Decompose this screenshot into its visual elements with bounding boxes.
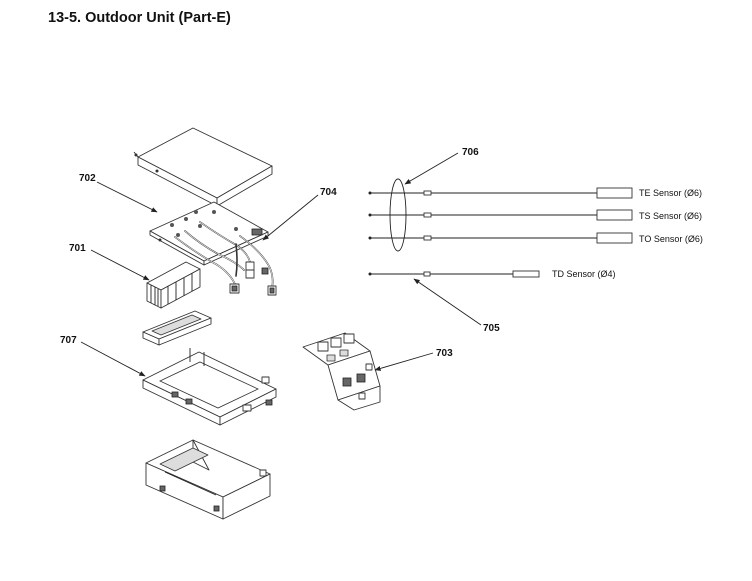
callout-702: 702 [79,173,96,184]
label-to-sensor: TO Sensor (Ø6) [639,234,703,244]
leader-705 [413,278,482,326]
label-ts-sensor: TS Sensor (Ø6) [639,211,702,221]
base-bracket [145,439,271,520]
small-bracket [142,310,212,346]
leader-707 [80,341,146,377]
leader-704 [262,194,319,241]
top-cover-plate [133,127,273,207]
label-td-sensor: TD Sensor (Ø4) [552,269,616,279]
callout-705: 705 [483,323,500,334]
leader-701 [90,249,150,281]
callout-707: 707 [60,335,77,346]
callout-703: 703 [436,348,453,359]
sensor-te [368,187,633,199]
module-701 [146,261,201,309]
sensor-group-ellipse [389,178,407,252]
leader-703 [374,352,434,371]
leader-702 [96,181,158,213]
frame-707 [142,348,277,426]
page-title: 13-5. Outdoor Unit (Part-E) [48,10,231,26]
callout-701: 701 [69,243,86,254]
sensor-ts [368,209,633,221]
callout-706: 706 [462,147,479,158]
sensor-to [368,232,633,244]
sensor-td [368,270,540,278]
terminal-board-703 [302,332,381,411]
leader-706 [404,152,459,185]
label-te-sensor: TE Sensor (Ø6) [639,188,702,198]
callout-704: 704 [320,187,337,198]
pc-board-702 [149,201,277,296]
